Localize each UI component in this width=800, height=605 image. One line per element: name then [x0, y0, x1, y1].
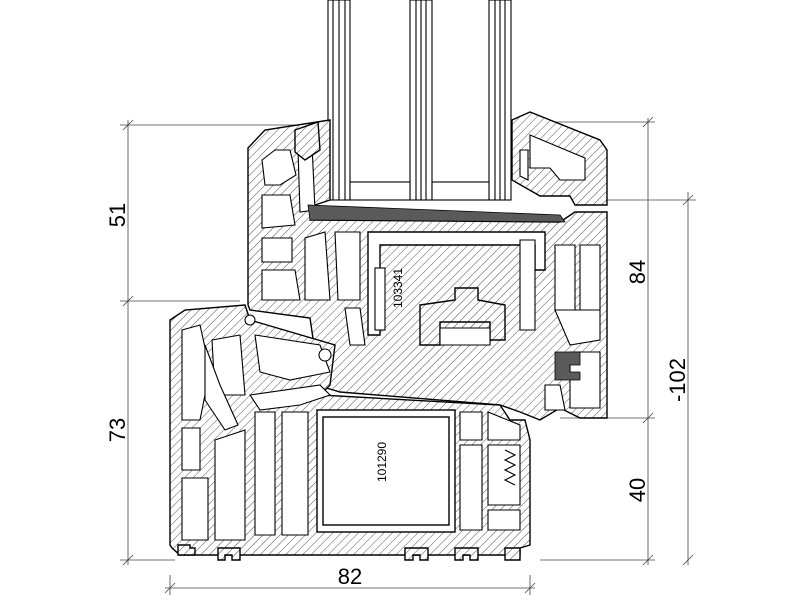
dim-frame-height: 73 — [105, 418, 130, 442]
triple-glazing — [327, 0, 512, 201]
frame-profile — [169, 304, 531, 561]
frame-steel-number: 101290 — [375, 442, 389, 482]
dim-right-total: -102 — [665, 358, 690, 402]
sash-profile — [247, 119, 608, 421]
dim-overall-width: 82 — [338, 564, 362, 589]
glazing-bead — [511, 111, 608, 206]
dim-right-lower: 40 — [625, 478, 650, 502]
dim-right-upper: 84 — [625, 260, 650, 284]
dim-sash-height: 51 — [105, 203, 130, 227]
dimension-lines — [120, 116, 696, 595]
sash-steel-number: 103341 — [391, 268, 405, 308]
